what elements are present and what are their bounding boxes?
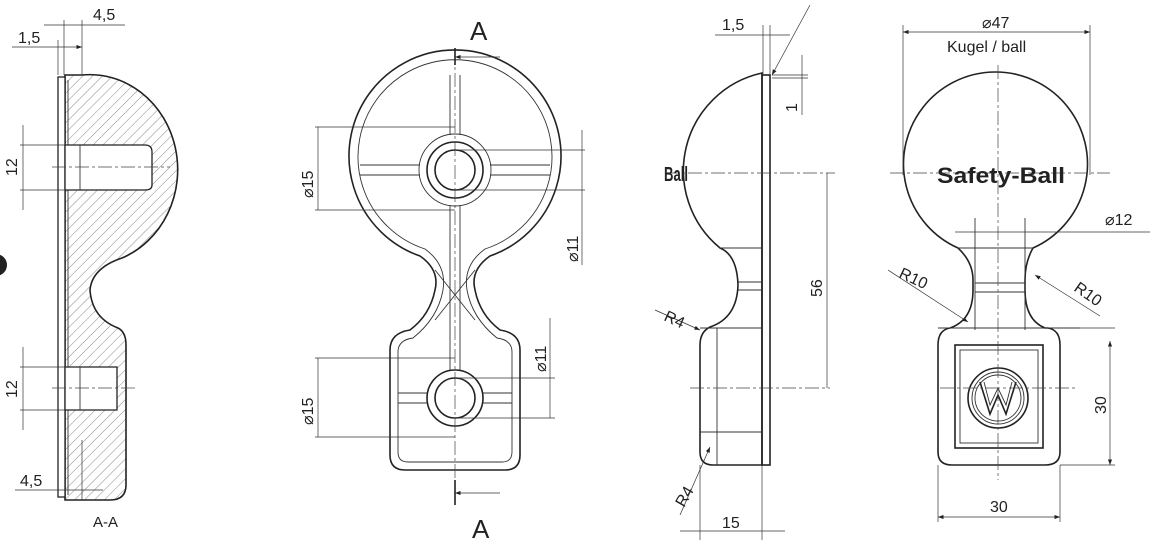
- dim-30-width: 30: [990, 499, 1008, 516]
- section-plate: [57, 76, 66, 498]
- dim-dia15-lower: ⌀15: [300, 397, 317, 425]
- side-outline: [682, 72, 763, 466]
- dim-30-height: 30: [1093, 396, 1110, 414]
- dim-dia12: ⌀12: [1105, 212, 1133, 229]
- top-view: Safety-Ball ⌀47 Kugel / ball ⌀12 R10 R10…: [887, 15, 1150, 522]
- dim-56: 56: [809, 279, 826, 297]
- dim-1-side: 1: [784, 103, 801, 112]
- side-view: Ball 1,5 1 56 R4 R4 15: [654, 4, 835, 540]
- dim-dia47: ⌀47: [982, 15, 1010, 32]
- front-view: A A ⌀15 ⌀11 ⌀15 ⌀11: [300, 16, 585, 544]
- logo-frame: [954, 344, 1044, 449]
- dim-dia11-lower: ⌀11: [533, 346, 550, 372]
- dim-4-5-top: 4,5: [93, 7, 115, 24]
- ball-outline: [902, 71, 1089, 466]
- dim-1-5-side: 1,5: [722, 17, 744, 34]
- dim-r4-bottom: R4: [673, 484, 698, 510]
- section-body: [64, 73, 179, 501]
- dim-12-lower: 12: [4, 380, 21, 398]
- lower-hole: [64, 366, 118, 411]
- dim-dia15-upper: ⌀15: [300, 170, 317, 198]
- dim-r10-right: R10: [1071, 279, 1105, 310]
- dim-15: 15: [722, 515, 740, 532]
- safety-ball-engraving: Safety-Ball: [937, 163, 1065, 188]
- section-mark-bottom: A: [472, 514, 490, 544]
- section-view-a-a: 4,5 1,5 12 12 4,5 A-A: [0, 7, 179, 531]
- ball-label: Kugel / ball: [947, 39, 1026, 56]
- dim-r10-left: R10: [896, 265, 930, 293]
- dim-dia11-upper: ⌀11: [565, 236, 582, 262]
- section-mark-top: A: [470, 16, 488, 46]
- edge-dot: [0, 254, 7, 276]
- dim-4-5-bottom: 4,5: [20, 473, 42, 490]
- ball-partial-text: Ball: [664, 164, 688, 186]
- section-title: A-A: [93, 514, 118, 531]
- dim-1-5-top: 1,5: [18, 30, 40, 47]
- upper-hole: [64, 144, 153, 191]
- front-outline: [348, 49, 562, 471]
- dim-12-upper: 12: [4, 158, 21, 176]
- dim-r4-top: R4: [661, 308, 687, 332]
